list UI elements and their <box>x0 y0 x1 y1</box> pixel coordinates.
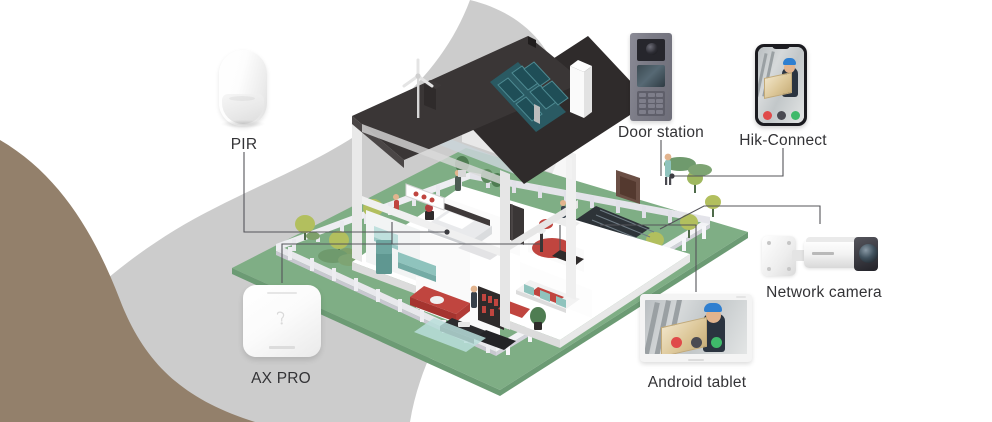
door-station-body <box>630 33 672 121</box>
door-station-keypad <box>637 91 665 116</box>
solar-panel-array <box>490 61 569 132</box>
hik-connect-phone[interactable] <box>755 44 807 126</box>
camera-brand-mark <box>812 252 834 255</box>
person-outside <box>664 153 672 185</box>
camera-sun-shield <box>806 237 862 242</box>
video-call-buttons[interactable] <box>645 337 747 348</box>
mute-call-button[interactable] <box>690 337 702 348</box>
pir-shadow <box>221 120 265 128</box>
ax-pro-hub[interactable] <box>243 285 321 357</box>
pir-housing <box>219 50 267 126</box>
label-network-camera: Network camera <box>766 284 882 301</box>
connector-lines <box>243 140 821 292</box>
earth-blob <box>0 140 255 422</box>
door-station-camera-icon <box>637 39 665 61</box>
connector-hik-connect <box>672 148 784 177</box>
door-station-screen <box>637 65 665 87</box>
phone-body <box>755 44 807 126</box>
wind-turbine <box>402 58 434 118</box>
house-door-panel <box>616 170 640 204</box>
label-ax-pro: AX PRO <box>251 370 311 387</box>
reject-call-button[interactable] <box>670 337 682 348</box>
pir-motion-sensor[interactable] <box>219 50 267 128</box>
tablet-status-led <box>736 296 746 298</box>
label-hik-connect: Hik-Connect <box>739 132 827 149</box>
ax-pro-brand-mark <box>269 346 295 349</box>
video-call-person-head <box>784 62 795 73</box>
video-call-buttons[interactable] <box>758 111 804 120</box>
label-android-tablet: Android tablet <box>647 374 747 391</box>
connector-android-tablet <box>600 224 697 292</box>
door-station-panel[interactable] <box>630 33 672 121</box>
house-roof <box>352 36 650 184</box>
camera-arm <box>792 250 808 261</box>
network-bullet-camera[interactable] <box>762 228 880 284</box>
android-tablet-indoor-station[interactable] <box>640 294 752 362</box>
ax-pro-housing <box>243 285 321 357</box>
accept-call-button[interactable] <box>710 337 722 348</box>
tablet-frame <box>640 294 752 362</box>
camera-lens <box>859 244 878 263</box>
phone-notch <box>772 44 790 49</box>
reject-call-button[interactable] <box>762 111 772 120</box>
video-call-hard-hat <box>783 58 796 65</box>
camera-mount-plate <box>762 236 796 276</box>
phone-screen <box>758 47 804 123</box>
ax-pro-indicator-icon <box>276 311 285 325</box>
accept-call-button[interactable] <box>790 111 800 120</box>
tablet-home-indicator <box>688 359 704 361</box>
tablet-screen <box>645 300 747 354</box>
label-door-station: Door station <box>618 124 704 141</box>
mute-call-button[interactable] <box>776 111 786 120</box>
ax-pro-vent <box>267 292 297 294</box>
connector-pir <box>243 152 447 233</box>
connector-network-camera <box>659 205 821 230</box>
video-call-hard-hat <box>704 303 722 312</box>
connector-ax-pro <box>281 222 393 283</box>
label-pir: PIR <box>230 136 258 153</box>
